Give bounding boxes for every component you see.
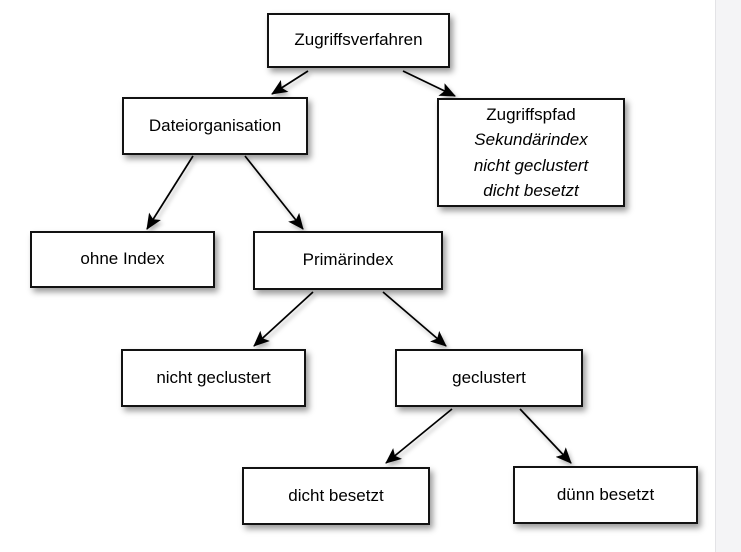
edge-primaerindex-geclustert bbox=[382, 291, 447, 347]
edge-dateiorganisation-primaerindex bbox=[244, 155, 304, 230]
node-ohne-index: ohne Index bbox=[30, 231, 215, 288]
page-edge-gutter bbox=[715, 0, 741, 552]
edge-zugriffsverfahren-dateiorganisation bbox=[271, 70, 309, 95]
edge-geclustert-duenn-besetzt bbox=[519, 408, 572, 464]
edge-primaerindex-nicht-geclustert bbox=[253, 291, 314, 347]
node-label: Zugriffspfad bbox=[486, 104, 576, 124]
node-label: ohne Index bbox=[80, 249, 165, 269]
node-label: Zugriffsverfahren bbox=[294, 30, 423, 50]
node-sublabel: dicht besetzt bbox=[483, 181, 579, 200]
node-nicht-geclustert: nicht geclustert bbox=[121, 349, 306, 407]
node-dateiorganisation: Dateiorganisation bbox=[122, 97, 308, 155]
node-label: Dateiorganisation bbox=[148, 115, 282, 135]
node-duenn-besetzt: dünn besetzt bbox=[513, 466, 698, 524]
node-label: geclustert bbox=[452, 367, 526, 387]
edge-geclustert-dicht-besetzt bbox=[385, 408, 453, 464]
edge-dateiorganisation-ohne-index bbox=[146, 155, 194, 230]
node-dicht-besetzt: dicht besetzt bbox=[242, 467, 430, 525]
node-label: dünn besetzt bbox=[556, 484, 655, 504]
edge-zugriffsverfahren-zugriffspfad bbox=[402, 70, 456, 97]
node-zugriffspfad: Zugriffspfad Sekundärindex nicht geclust… bbox=[437, 98, 625, 207]
node-geclustert: geclustert bbox=[395, 349, 583, 407]
node-label: dicht besetzt bbox=[288, 485, 384, 505]
node-zugriffsverfahren: Zugriffsverfahren bbox=[267, 13, 450, 68]
node-sublabel: nicht geclustert bbox=[473, 155, 589, 175]
node-sublabel: Sekundärindex bbox=[474, 130, 588, 149]
node-label: nicht geclustert bbox=[156, 367, 271, 387]
node-label: Primärindex bbox=[302, 250, 394, 270]
node-primaerindex: Primärindex bbox=[253, 231, 443, 290]
